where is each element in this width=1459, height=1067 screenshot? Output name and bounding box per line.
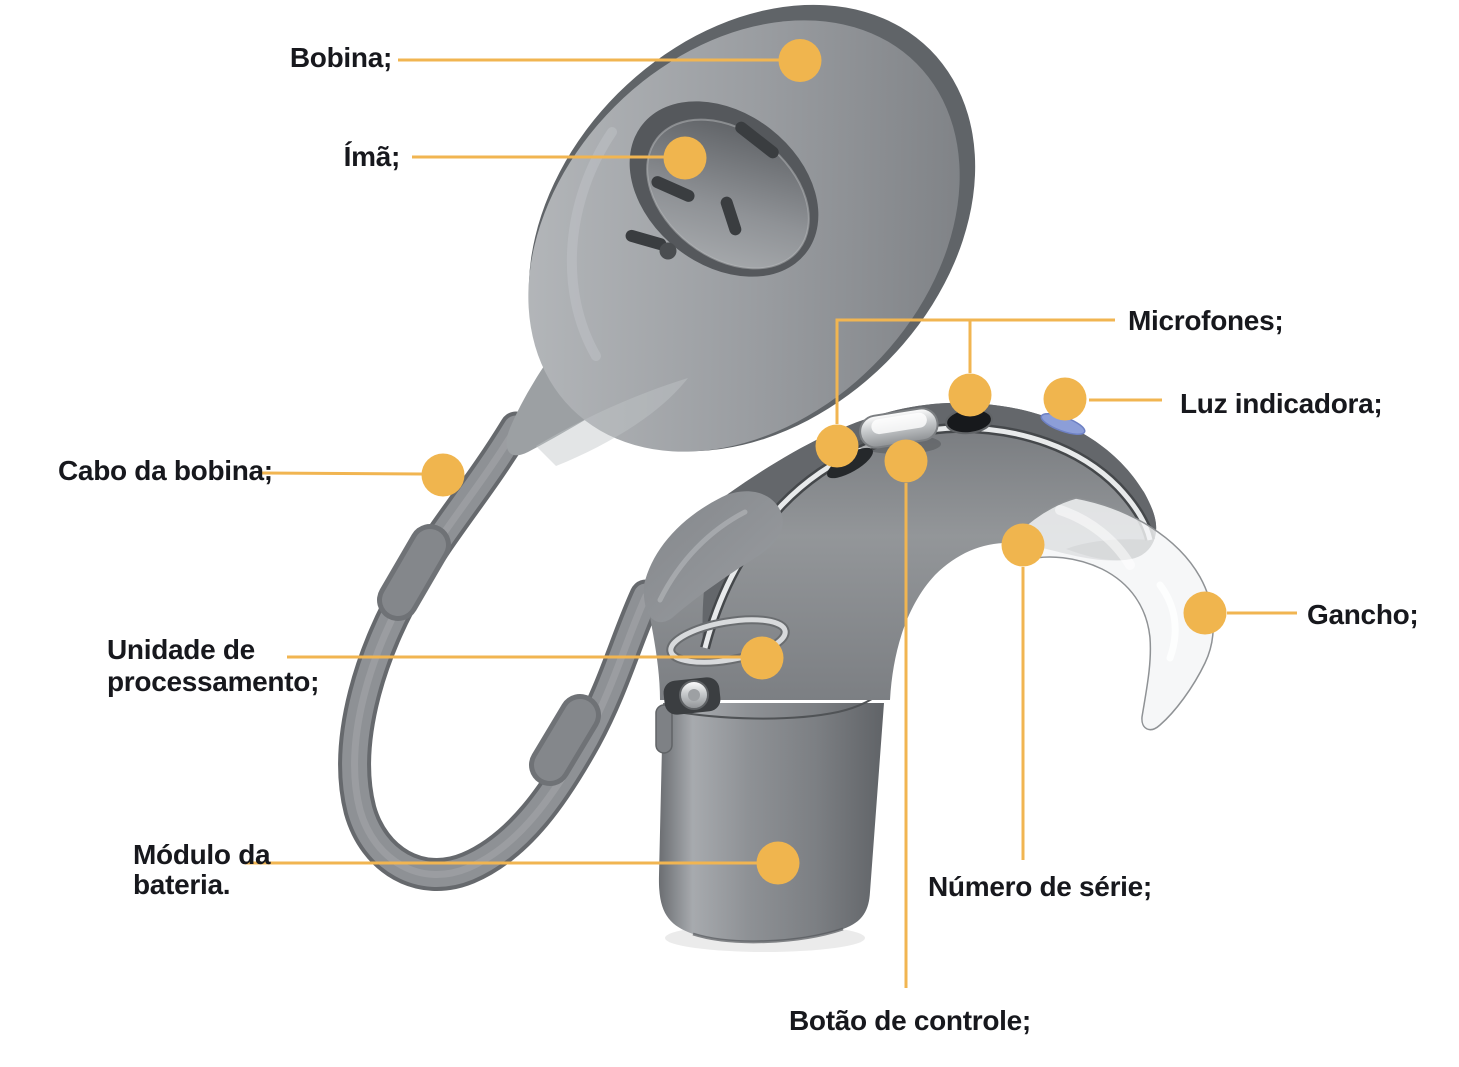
label-cabo: Cabo da bobina; — [58, 455, 273, 486]
callout-dot-cabo — [421, 453, 465, 497]
callout-lines — [245, 58, 1297, 988]
callout-dots — [421, 39, 1227, 885]
label-unidade: Unidade de processamento; — [107, 634, 319, 698]
label-unidade-line1: Unidade de — [107, 634, 255, 665]
callout-dot-luz — [1043, 377, 1087, 421]
earhook-illustration — [1011, 497, 1214, 731]
callout-dot-bobina — [778, 39, 822, 82]
callout-dot-microfone-1 — [815, 424, 859, 468]
label-modulo: Módulo da bateria. — [133, 839, 271, 900]
control-button — [859, 407, 939, 449]
label-luz: Luz indicadora; — [1180, 388, 1383, 419]
label-numero: Número de série; — [928, 871, 1152, 902]
label-bobina: Bobina; — [289, 42, 392, 73]
battery-latch — [655, 704, 673, 754]
label-ima: Ímã; — [343, 141, 401, 172]
callout-dot-gancho — [1183, 591, 1227, 635]
callout-dot-microfone-2 — [948, 373, 992, 417]
label-unidade-line2: processamento; — [107, 666, 320, 697]
callout-dot-modulo — [756, 841, 800, 885]
processor-top-shell — [702, 402, 1157, 648]
label-botao: Botão de controle; — [789, 1005, 1031, 1036]
callout-line-microfones — [835, 318, 1115, 424]
callout-dot-ima — [663, 136, 707, 180]
cable-connector-horn — [643, 491, 783, 623]
coil-cable-illustration — [338, 411, 663, 891]
label-microfones: Microfones; — [1128, 305, 1284, 336]
label-modulo-line2: bateria. — [133, 869, 231, 900]
callout-dot-unidade — [740, 636, 784, 680]
callout-line-cabo — [261, 471, 423, 476]
label-gancho: Gancho; — [1307, 599, 1419, 630]
callout-dot-botao — [884, 439, 928, 483]
magnet-slots — [625, 121, 779, 260]
battery-module-illustration — [655, 687, 887, 952]
label-modulo-line1: Módulo da — [133, 839, 271, 870]
callout-dot-numero — [1001, 523, 1045, 567]
